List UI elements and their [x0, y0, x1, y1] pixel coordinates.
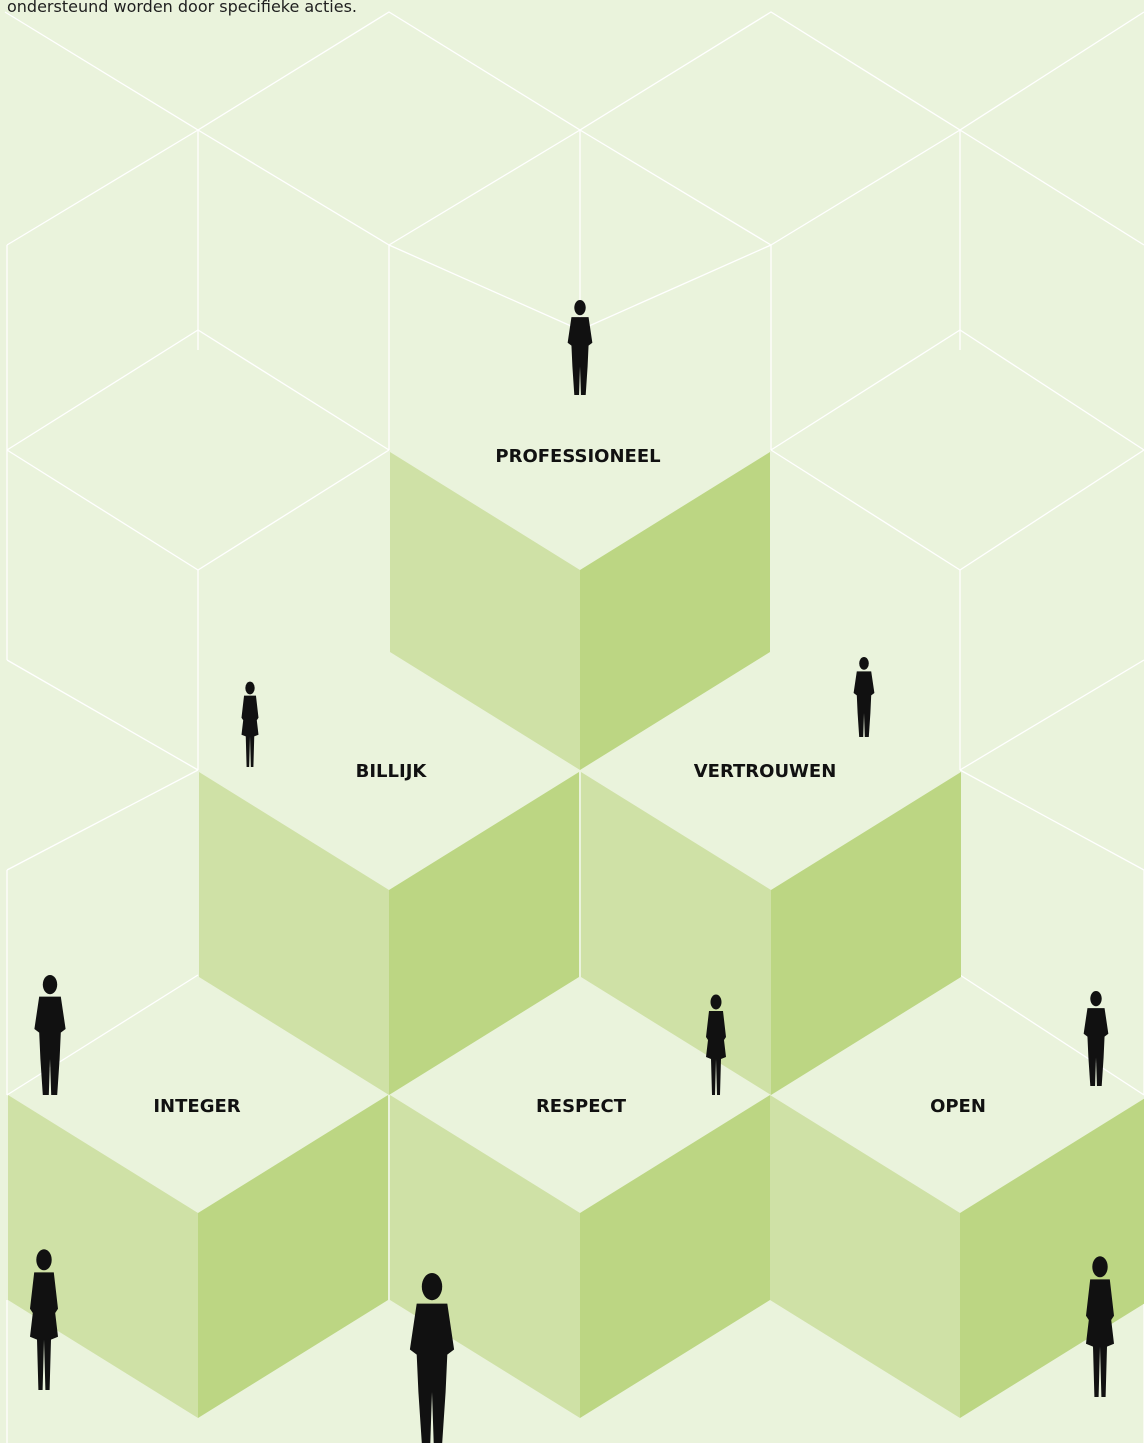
cube-respect-right-face: [580, 1095, 770, 1418]
cube-respect-left-face: [390, 1095, 580, 1418]
cube-label-respect: RESPECT: [536, 1096, 627, 1117]
cube-vertrouwen-left-face: [581, 772, 771, 1095]
cube-professioneel-right-face: [580, 452, 770, 770]
man-pointing-icon: [1083, 991, 1109, 1086]
cube-open-left-face: [770, 1095, 960, 1418]
cube-open-right-face: [960, 1098, 1144, 1418]
cube-vertrouwen-right-face: [771, 772, 961, 1095]
cube-label-vertrouwen: VERTROUWEN: [694, 761, 837, 782]
hex-grid: [4, 11, 1144, 1443]
businessman-phone-icon: [567, 300, 593, 395]
cube-professioneel-left-face: [390, 452, 580, 770]
woman-standing-icon: [241, 681, 259, 767]
cube-label-integer: INTEGER: [153, 1096, 240, 1117]
cube-stack: [8, 452, 1144, 1418]
cube-integer-right-face: [198, 1095, 388, 1418]
man-reading-icon: [34, 975, 66, 1095]
cube-label-open: OPEN: [930, 1096, 986, 1117]
cube-label-professioneel: PROFESSIONEEL: [495, 446, 660, 467]
intro-text: ondersteund worden door specifieke actie…: [7, 0, 357, 16]
cube-label-billijk: BILLIJK: [356, 761, 428, 782]
cube-billijk-left-face: [199, 772, 389, 1095]
man-standing-icon: [853, 657, 875, 737]
cube-billijk-right-face: [389, 772, 579, 1095]
cube-integer-left-face: [8, 1095, 198, 1418]
